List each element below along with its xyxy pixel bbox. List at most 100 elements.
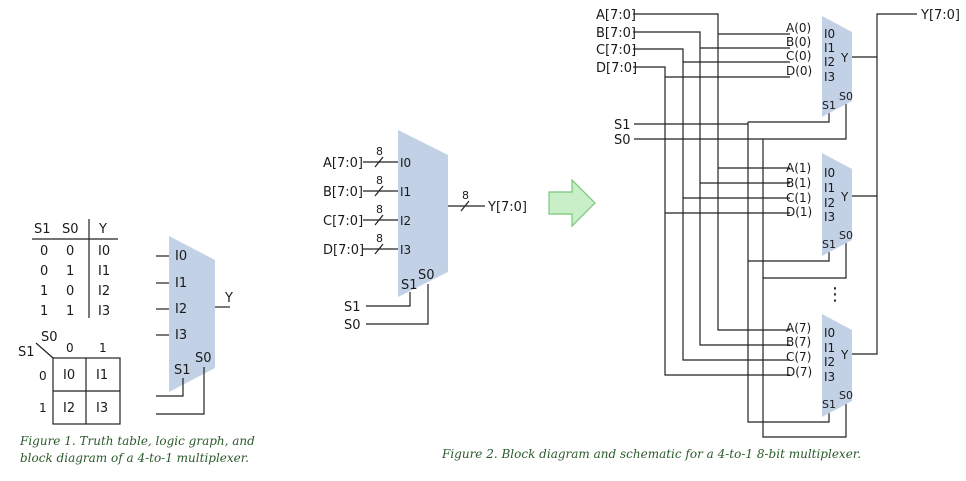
kmap-col-var: S0 bbox=[41, 330, 58, 345]
figure-1: S1 S0 Y 0 0 I0 0 1 I1 1 0 I2 1 1 I3 S0 S… bbox=[18, 219, 255, 465]
kmap-row-label: 1 bbox=[39, 401, 47, 415]
select-wire bbox=[366, 292, 411, 307]
tt-cell: 0 bbox=[40, 244, 48, 259]
bit-label: D(0) bbox=[786, 64, 812, 78]
mux-select-label: S1 bbox=[822, 398, 836, 411]
mux-bit-0: A(0) B(0) C(0) D(0) I0 I1 I2 I3 Y S1 S0 bbox=[786, 16, 853, 117]
truth-table: S1 S0 Y 0 0 I0 0 1 I1 1 0 I2 1 1 I3 bbox=[32, 219, 118, 319]
kmap-cell: I1 bbox=[96, 368, 108, 383]
mux-select-label: S1 bbox=[401, 278, 418, 293]
bus-wire-a bbox=[633, 13, 790, 331]
bit-label: B(1) bbox=[786, 176, 811, 190]
bus-width: 8 bbox=[376, 145, 383, 158]
tt-cell: 1 bbox=[40, 284, 48, 299]
mux-output-label: Y bbox=[224, 291, 233, 306]
mux-port-label: I3 bbox=[175, 328, 187, 343]
mux-port-label: I1 bbox=[824, 41, 835, 55]
bus-label: B[7:0] bbox=[323, 185, 363, 200]
ellipsis: ⋮ bbox=[826, 284, 844, 305]
kmap-row-var: S1 bbox=[18, 345, 35, 360]
mux-select-label: S0 bbox=[839, 90, 853, 103]
bus-slash bbox=[374, 185, 384, 197]
figure-2-block: A[7:0] 8 I0 B[7:0] 8 I1 C[7:0] 8 I2 D[7:… bbox=[323, 130, 527, 333]
tt-cell: 0 bbox=[40, 264, 48, 279]
mux-port-label: I1 bbox=[824, 181, 835, 195]
mux-port-label: I2 bbox=[175, 302, 187, 317]
mux-port-label: I3 bbox=[824, 210, 835, 224]
tt-cell: 0 bbox=[66, 244, 74, 259]
mux-select-label: S0 bbox=[418, 268, 435, 283]
select-wire-s0 bbox=[634, 101, 847, 438]
tt-cell: 1 bbox=[40, 304, 48, 319]
bus-label: A[7:0] bbox=[596, 8, 636, 23]
mux-trapezoid bbox=[822, 314, 852, 417]
tt-cell: 1 bbox=[66, 304, 74, 319]
mux-select-wire bbox=[156, 367, 205, 415]
bus-input: B[7:0] 8 I1 bbox=[323, 174, 411, 200]
mux-port-label: I1 bbox=[400, 185, 411, 199]
output-label: Y[7:0] bbox=[487, 200, 527, 215]
bit-label: A(1) bbox=[786, 161, 811, 175]
tt-cell: I0 bbox=[98, 244, 110, 259]
mux-select-label: S0 bbox=[839, 389, 853, 402]
mux-port-label: I3 bbox=[824, 70, 835, 84]
mux-trapezoid bbox=[398, 130, 448, 297]
bus-width: 8 bbox=[376, 174, 383, 187]
mux-select-label: S1 bbox=[822, 238, 836, 251]
tt-cell: I3 bbox=[98, 304, 110, 319]
mux-port-label: I3 bbox=[824, 370, 835, 384]
bus-label: B[7:0] bbox=[596, 26, 636, 41]
bus-input: C[7:0] 8 I2 bbox=[323, 203, 411, 229]
bit-label: C(1) bbox=[786, 191, 811, 205]
kmap-corner-diagonal bbox=[35, 342, 54, 359]
arrow-right-icon bbox=[548, 178, 596, 228]
tt-cell: I2 bbox=[98, 284, 110, 299]
mux-output-port: Y bbox=[840, 348, 849, 362]
bit-label: C(7) bbox=[786, 350, 811, 364]
mux-select-label: S0 bbox=[195, 351, 212, 366]
select-label: S1 bbox=[614, 118, 631, 133]
mux-port-label: I2 bbox=[824, 196, 835, 210]
bus-slash bbox=[374, 214, 384, 226]
bus-wire-b bbox=[633, 31, 790, 346]
tt-cell: 0 bbox=[66, 284, 74, 299]
bus-label: A[7:0] bbox=[323, 156, 363, 171]
output-bus-wire bbox=[852, 13, 917, 355]
mux-port-label: I1 bbox=[824, 341, 835, 355]
bit-label: D(7) bbox=[786, 365, 812, 379]
fig1-mux-block: I0 I1 I2 I3 Y S1 S0 bbox=[156, 236, 233, 415]
mux-select-label: S1 bbox=[174, 363, 191, 378]
mux-select-wire bbox=[156, 378, 184, 397]
bus-wire-c bbox=[633, 48, 790, 361]
bus-wire-d bbox=[633, 66, 790, 376]
bus-input: A[7:0] 8 I0 bbox=[323, 145, 411, 171]
kmap-col-label: 1 bbox=[99, 341, 107, 355]
select-wire bbox=[366, 284, 429, 325]
figure-1-caption: block diagram of a 4-to-1 multiplexer. bbox=[20, 451, 249, 465]
kmap-col-label: 0 bbox=[66, 341, 74, 355]
tt-header-s0: S0 bbox=[62, 222, 79, 237]
bus-width: 8 bbox=[462, 189, 469, 202]
output-label: Y[7:0] bbox=[920, 8, 960, 23]
bit-label: B(7) bbox=[786, 335, 811, 349]
bus-label: D[7:0] bbox=[323, 243, 364, 258]
mux-port-label: I3 bbox=[400, 243, 411, 257]
mux-trapezoid bbox=[822, 153, 852, 256]
karnaugh-map: S0 S1 0 1 0 1 I0 I1 I2 I3 bbox=[18, 330, 121, 425]
tt-header-y: Y bbox=[98, 222, 107, 237]
bit-label: A(0) bbox=[786, 21, 811, 35]
select-wire-s1 bbox=[634, 108, 830, 423]
mux-output-port: Y bbox=[840, 51, 849, 65]
bus-slash bbox=[374, 156, 384, 168]
tt-header-s1: S1 bbox=[34, 222, 51, 237]
kmap-cell: I0 bbox=[63, 368, 75, 383]
mux-port-label: I0 bbox=[824, 27, 835, 41]
mux-port-label: I2 bbox=[824, 355, 835, 369]
mux-bit-7: A(7) B(7) C(7) D(7) I0 I1 I2 I3 Y S1 S0 bbox=[786, 314, 853, 417]
mux-port-label: I2 bbox=[824, 55, 835, 69]
bus-label: C[7:0] bbox=[323, 214, 363, 229]
mux-port-label: I2 bbox=[400, 214, 411, 228]
mux-select-label: S0 bbox=[839, 229, 853, 242]
mux-trapezoid bbox=[822, 16, 852, 117]
